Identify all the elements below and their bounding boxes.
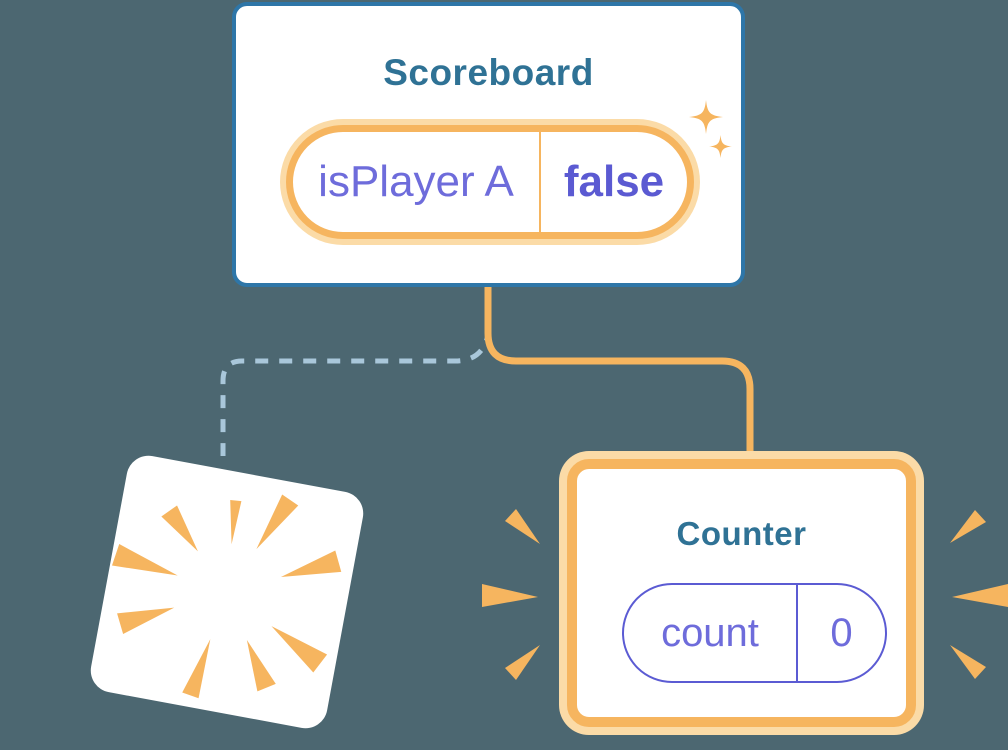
pill-divider xyxy=(539,132,541,232)
state-key-label: count xyxy=(661,610,759,655)
state-value-cell: 0 xyxy=(798,585,885,681)
state-key-cell: isPlayer A xyxy=(293,132,539,232)
solid-active-branch-line xyxy=(484,285,754,455)
counter-component-card: Counter count 0 xyxy=(567,459,916,727)
state-value-cell: false xyxy=(541,132,687,232)
sparkle-icon xyxy=(689,100,723,134)
destroyed-component-card xyxy=(87,452,367,732)
pill-divider xyxy=(796,585,798,681)
scoreboard-component-card: Scoreboard isPlayer A false xyxy=(232,2,745,287)
counter-title: Counter xyxy=(676,515,807,552)
emphasis-marks-left xyxy=(482,509,540,680)
state-key-label: isPlayer A xyxy=(318,157,514,206)
state-key-cell: count xyxy=(624,585,796,681)
scoreboard-title: Scoreboard xyxy=(383,52,594,93)
emphasis-marks-right xyxy=(950,510,1008,679)
sparkle-icon xyxy=(709,135,732,158)
dashed-removed-branch-line xyxy=(220,327,492,456)
scoreboard-state-pill: isPlayer A false xyxy=(286,125,694,239)
poof-burst-icon xyxy=(112,494,342,699)
state-value-label: false xyxy=(563,157,665,206)
state-value-label: 0 xyxy=(830,610,853,655)
counter-state-pill: count 0 xyxy=(622,583,887,683)
